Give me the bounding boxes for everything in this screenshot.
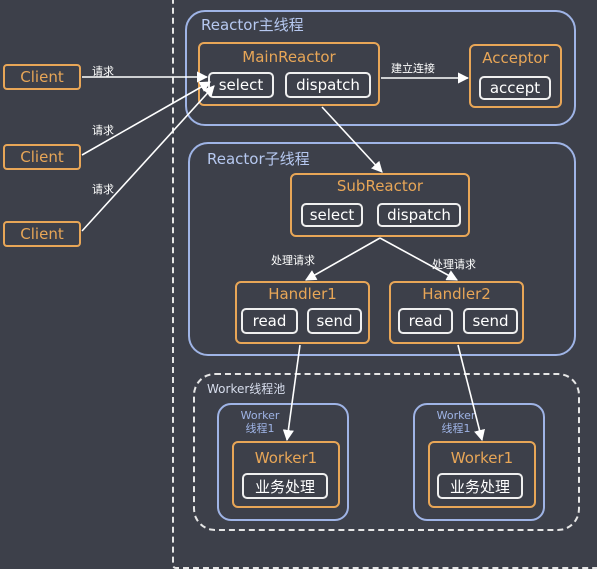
worker-thread-1-region [217,403,349,521]
handler1-title: Handler1 [268,285,337,303]
worker-thread-2-region [413,403,545,521]
client-box-3: Client [3,221,81,247]
arrow-subreactor-to-handler1 [305,237,381,281]
handler2-read-box: read [398,308,453,334]
worker-thread-1-title: Worker 线程1 [232,409,288,435]
worker-pool-title: Worker线程池 [207,382,286,396]
connect-label: 建立连接 [391,62,435,75]
arrows-layer [81,71,485,442]
reactor-sub-thread-title: Reactor子线程 [207,150,310,168]
accept-box: accept [479,76,551,100]
arrow-handler1-to-worker1 [282,344,301,442]
sub-select-box: select [301,203,363,227]
handler1-read-box: read [241,308,298,334]
acceptor-title: Acceptor [482,49,549,67]
reactor-main-thread-title: Reactor主线程 [201,16,304,34]
handler1-send-box: send [307,308,362,334]
client-box-2: Client [3,144,81,170]
worker-thread-1-title-line1: Worker [240,409,280,422]
arrow-client3-to-mainreactor [81,85,215,232]
handler2-send-box: send [463,308,518,334]
handle-label-left: 处理请求 [271,254,315,267]
handle-label-right: 处理请求 [432,258,476,271]
worker1-title-2: Worker1 [450,449,514,467]
request-label-2: 请求 [92,124,114,137]
reactor-sub-thread-region [188,142,576,356]
worker-thread-2-title-line1: Worker [436,409,476,422]
business-task-box-2: 业务处理 [437,473,523,499]
handler2-title: Handler2 [422,285,491,303]
main-dispatch-box: dispatch [285,72,371,98]
arrow-handler2-to-worker2 [457,344,485,442]
worker-thread-2-title: Worker 线程1 [428,409,484,435]
worker1-title-1: Worker1 [254,449,318,467]
request-label-1: 请求 [92,65,114,78]
sub-dispatch-box: dispatch [377,203,461,227]
arrow-subreactor-to-handler2 [379,237,458,281]
reactor-main-thread-region [185,10,576,126]
business-task-box-1: 业务处理 [242,473,328,499]
main-reactor-title: MainReactor [242,48,336,66]
worker-thread-2-title-line2: 线程1 [441,422,471,435]
worker-thread-1-title-line2: 线程1 [245,422,275,435]
arrow-client2-to-mainreactor [81,81,211,156]
request-label-3: 请求 [92,183,114,196]
worker-pool-region [193,373,580,531]
arrow-mainreactor-to-subreactor [321,106,383,173]
sub-reactor-title: SubReactor [336,177,424,195]
client-box-1: Client [3,64,81,90]
